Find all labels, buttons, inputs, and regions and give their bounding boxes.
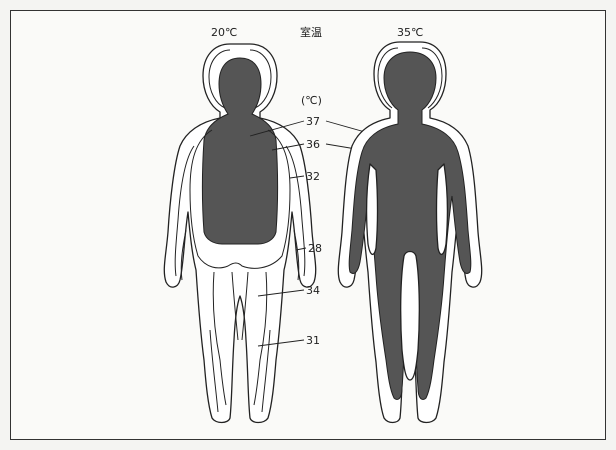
- isotherm-label-31: 31: [306, 334, 320, 347]
- isotherm-label-28: 28: [308, 242, 322, 255]
- isotherm-label-36: 36: [306, 138, 320, 151]
- isotherm-label-37: 37: [306, 115, 320, 128]
- left-condition-label: 20℃: [211, 26, 237, 39]
- room-temperature-label: 室温: [300, 25, 322, 39]
- right-arm-gap-left: [367, 164, 378, 254]
- isotherm-label-32: 32: [306, 170, 320, 183]
- right-body-figure: [338, 42, 481, 423]
- right-condition-label: 35℃: [397, 26, 423, 39]
- isotherm-label-34: 34: [306, 284, 320, 297]
- right-arm-gap-right: [437, 164, 448, 254]
- right-leg-gap: [401, 252, 420, 381]
- unit-label: (℃): [301, 94, 322, 107]
- left-body-figure: [164, 44, 315, 423]
